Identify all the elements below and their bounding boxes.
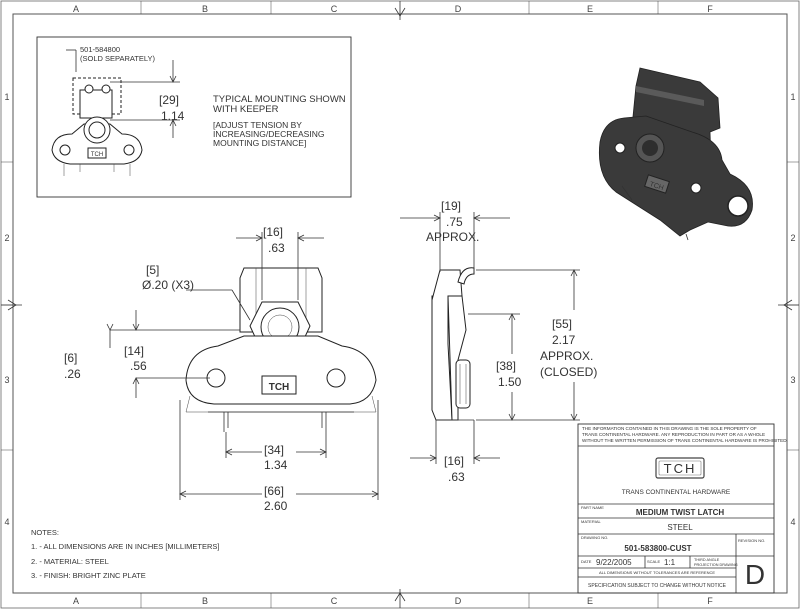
tb-proprietary-1: THE INFORMATION CONTAINED IN THIS DRAWIN…	[582, 426, 757, 431]
front-top-width-in: .63	[268, 241, 285, 255]
inset-part-number: 501-584800	[80, 45, 120, 54]
zone-col-e-top: E	[587, 4, 593, 14]
zone-row-1-right: 1	[790, 92, 795, 102]
zone-col-b-bottom: B	[202, 596, 208, 606]
tb-material: STEEL	[667, 523, 693, 532]
title-block-frame	[577, 423, 775, 594]
inset-note-3: MOUNTING DISTANCE]	[213, 138, 306, 148]
front-hole-height-in: .56	[130, 359, 147, 373]
tb-spec-note: SPECIFICATION SUBJECT TO CHANGE WITHOUT …	[588, 583, 727, 589]
inset-dim-in: 1.14	[161, 109, 185, 123]
side-base-in: .63	[448, 470, 465, 484]
zone-row-2-right: 2	[790, 233, 795, 243]
front-hole-spacing-in: 1.34	[264, 458, 288, 472]
tb-scale-label: SCALE	[647, 559, 660, 564]
front-hole-spacing-mm: [34]	[264, 443, 284, 457]
tb-company: TRANS CONTINENTAL HARDWARE	[622, 489, 731, 496]
inset-frame	[36, 36, 352, 198]
front-hole-height-mm: [14]	[124, 344, 144, 358]
zone-col-a-top: A	[73, 4, 79, 14]
latch-3d-render	[598, 67, 753, 241]
tb-date-label: DATE	[581, 559, 592, 564]
tb-logo-box	[655, 457, 705, 479]
zone-col-d-bottom: D	[455, 596, 462, 606]
tb-date: 9/22/2005	[596, 558, 632, 567]
front-view-logo: TCH	[269, 382, 290, 393]
zone-row-3-right: 3	[790, 375, 795, 385]
zone-col-f-bottom: F	[707, 596, 713, 606]
inset-logo: TCH	[91, 152, 103, 158]
side-inner-mm: [38]	[496, 359, 516, 373]
front-left-offset-mm: [6]	[64, 351, 77, 365]
inset-latch-drawing	[51, 77, 143, 176]
inset-leaders	[66, 49, 180, 138]
side-hook-note: APPROX.	[426, 230, 479, 244]
side-view-drawing	[431, 267, 475, 421]
inset-note-2: INCREASING/DECREASING	[213, 129, 324, 139]
zone-row-4-left: 4	[4, 517, 9, 527]
zone-row-1-left: 1	[4, 92, 9, 102]
front-top-width-mm: [16]	[263, 225, 283, 239]
zone-col-b-top: B	[202, 4, 208, 14]
tb-drawing-no: 501-583800-CUST	[624, 544, 691, 553]
tb-tolerance-note: ALL DIMENSIONS WITHOUT TOLERANCES ARE RE…	[599, 570, 715, 575]
tb-scale: 1:1	[664, 558, 676, 567]
side-base-mm: [16]	[444, 454, 464, 468]
side-inner-in: 1.50	[498, 375, 522, 389]
inset-caption-2: WITH KEEPER	[213, 104, 279, 115]
front-left-offset-in: .26	[64, 367, 81, 381]
side-dim-lines	[400, 212, 580, 464]
tb-drawing-no-label: DRAWING NO.	[581, 535, 608, 540]
front-hole-mm: [5]	[146, 263, 159, 277]
inset-caption-1: TYPICAL MOUNTING SHOWN	[213, 94, 346, 105]
inset-note-1: [ADJUST TENSION BY	[213, 120, 302, 130]
zone-row-4-right: 4	[790, 517, 795, 527]
note-item-3: 3. - FINISH: BRIGHT ZINC PLATE	[31, 571, 146, 580]
inset-part-note: (SOLD SEPARATELY)	[80, 54, 156, 63]
tb-projection-2: PROJECTION DRAWING	[694, 563, 738, 567]
zone-col-e-bottom: E	[587, 596, 593, 606]
front-hole-in: Ø.20 (X3)	[142, 278, 194, 292]
inset-dim-mm: [29]	[159, 93, 179, 107]
tb-revision-label: REVISION NO.	[738, 538, 765, 543]
front-dim-lines	[106, 232, 379, 500]
tb-material-label: MATERIAL	[581, 519, 601, 524]
side-hook-mm: [19]	[441, 199, 461, 213]
tb-proprietary-3: WITHOUT THE WRITTEN PERMISSION OF TRANS …	[582, 438, 788, 443]
zone-col-c-bottom: C	[331, 596, 338, 606]
tb-revision: D	[745, 559, 765, 590]
note-item-2: 2. - MATERIAL: STEEL	[31, 557, 109, 566]
side-hook-in: .75	[446, 215, 463, 229]
note-item-1: 1. - ALL DIMENSIONS ARE IN INCHES [MILLI…	[31, 542, 220, 551]
side-height-mm: [55]	[552, 317, 572, 331]
front-overall-width-in: 2.60	[264, 499, 288, 513]
zone-col-d-top: D	[455, 4, 462, 14]
front-view-drawing	[185, 267, 377, 432]
tb-part-name: MEDIUM TWIST LATCH	[636, 508, 725, 517]
zone-col-c-top: C	[331, 4, 338, 14]
zone-col-f-top: F	[707, 4, 713, 14]
tb-projection-1: THIRD ANGLE	[694, 558, 720, 562]
front-overall-width-mm: [66]	[264, 484, 284, 498]
side-height-note-1: APPROX.	[540, 349, 593, 363]
render-logo: TCH	[649, 181, 665, 192]
side-height-note-2: (CLOSED)	[540, 365, 597, 379]
tb-logo: TCH	[664, 461, 697, 476]
side-height-in: 2.17	[552, 333, 576, 347]
tb-part-name-label: PART NAME	[581, 505, 604, 510]
zone-row-3-left: 3	[4, 375, 9, 385]
tb-proprietary-2: TRANS CONTINENTAL HARDWARE. ANY REPRODUC…	[582, 432, 765, 437]
zone-col-a-bottom: A	[73, 596, 79, 606]
zone-row-2-left: 2	[4, 233, 9, 243]
notes-heading: NOTES:	[31, 528, 59, 537]
